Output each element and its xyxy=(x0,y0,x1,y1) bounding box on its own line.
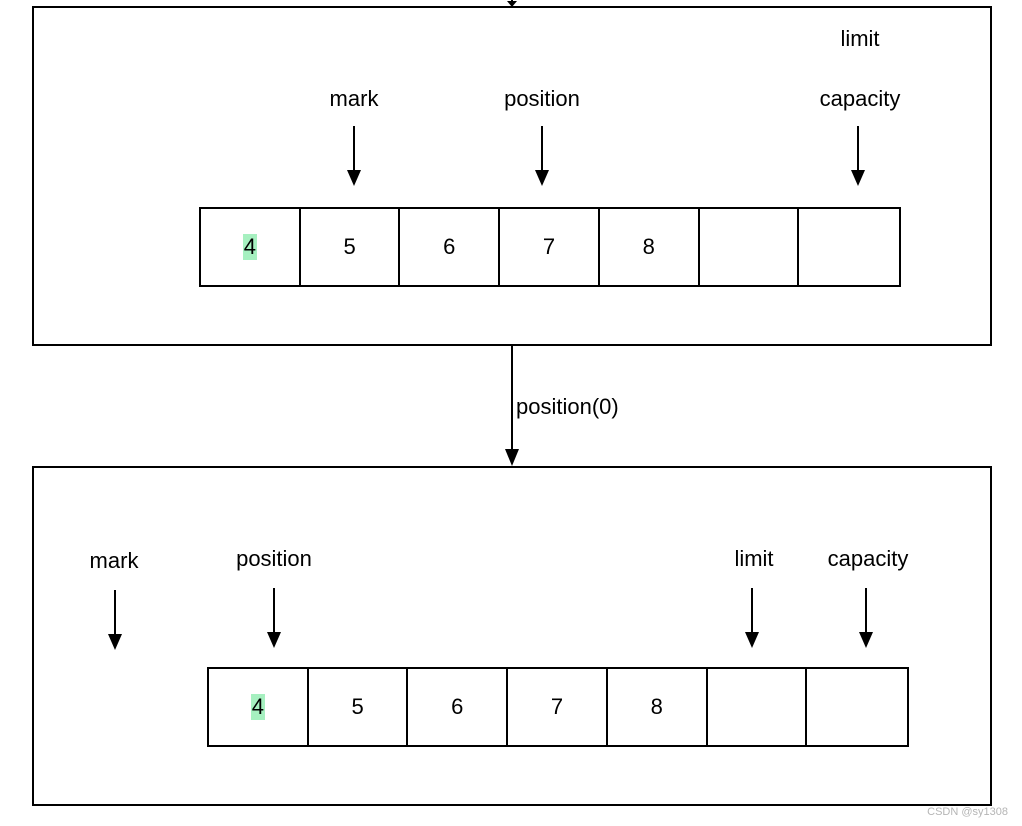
mark-arrow xyxy=(108,590,122,650)
position-arrow xyxy=(535,126,549,186)
capacity-label: capacity xyxy=(819,86,901,111)
buffer-cell: 6 xyxy=(400,209,501,285)
cell-value: 4 xyxy=(242,234,257,260)
buffer-cell xyxy=(700,209,800,285)
buffer-cell: 4 xyxy=(201,209,301,285)
cell-value: 5 xyxy=(351,694,364,719)
buffer-cell: 8 xyxy=(608,669,708,745)
limit-label: limit xyxy=(840,26,880,51)
buffer-array: 4 5 6 7 8 xyxy=(207,667,909,747)
position-label: position xyxy=(504,86,580,111)
limit-label: limit xyxy=(734,546,774,571)
mark-label: mark xyxy=(89,548,139,573)
cell-value: 5 xyxy=(343,234,356,259)
buffer-cell: 6 xyxy=(408,669,509,745)
capacity-label: capacity xyxy=(827,546,909,571)
buffer-cell: 7 xyxy=(508,669,608,745)
cell-value: 7 xyxy=(542,234,556,259)
buffer-cell xyxy=(807,669,907,745)
buffer-array: 4 5 6 7 8 xyxy=(199,207,901,287)
mark-label: mark xyxy=(329,86,379,111)
limit-arrow xyxy=(745,588,759,648)
buffer-cell xyxy=(708,669,808,745)
cell-value: 8 xyxy=(642,234,655,259)
buffer-cell: 5 xyxy=(309,669,409,745)
cell-value: 8 xyxy=(650,694,663,719)
cell-value: 7 xyxy=(550,694,564,719)
buffer-cell: 5 xyxy=(301,209,401,285)
watermark: CSDN @sy1308 xyxy=(927,806,1008,818)
position-arrow xyxy=(267,588,281,648)
buffer-cell xyxy=(799,209,899,285)
buffer-cell: 4 xyxy=(209,669,309,745)
position-label: position xyxy=(236,546,312,571)
cell-value: 6 xyxy=(443,234,456,259)
top-buffer-state: limit mark position capacity 4 5 6 7 8 xyxy=(32,6,992,346)
cell-value: 4 xyxy=(250,694,265,720)
incoming-arrow xyxy=(507,0,517,7)
transition-label: position(0) xyxy=(516,394,619,419)
buffer-cell: 8 xyxy=(600,209,700,285)
bottom-buffer-state: mark position limit capacity 4 5 6 7 8 xyxy=(32,466,992,806)
capacity-arrow xyxy=(859,588,873,648)
buffer-cell: 7 xyxy=(500,209,600,285)
capacity-arrow xyxy=(851,126,865,186)
cell-value: 6 xyxy=(451,694,464,719)
mark-arrow xyxy=(347,126,361,186)
transition-arrow xyxy=(505,346,519,466)
